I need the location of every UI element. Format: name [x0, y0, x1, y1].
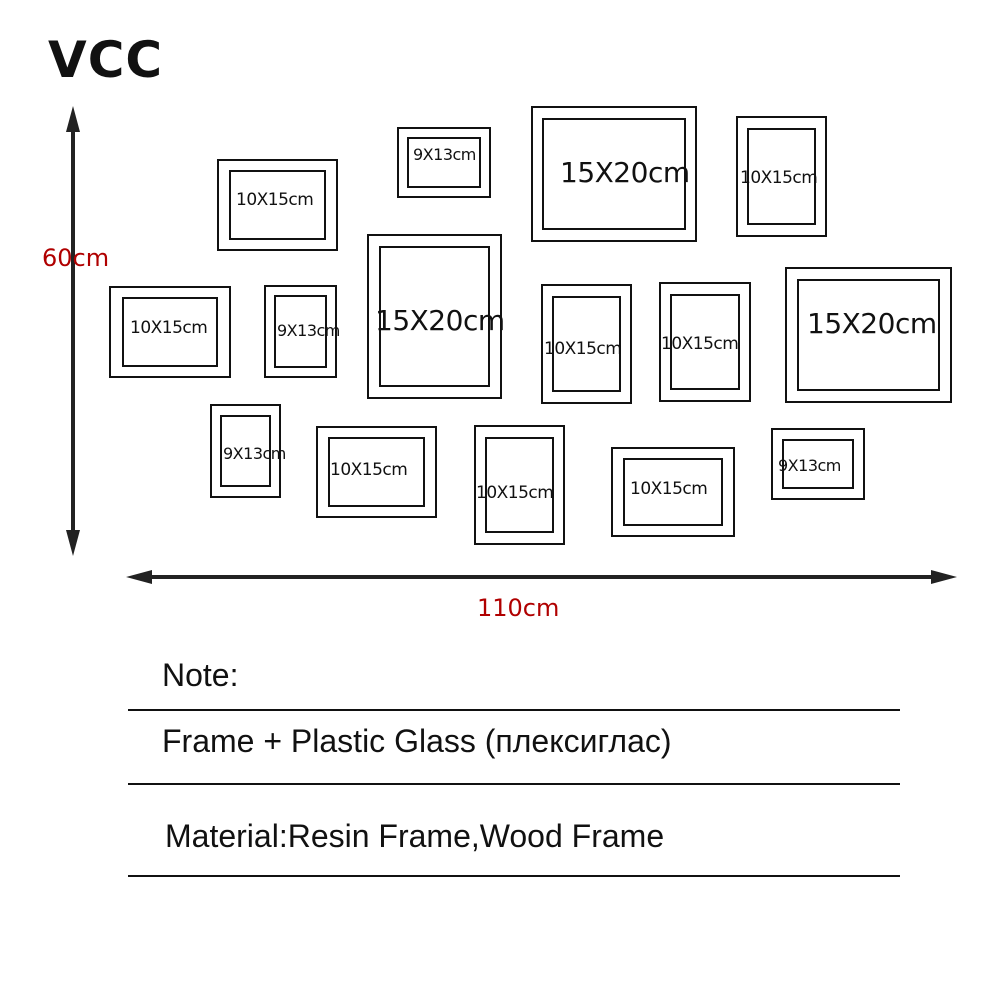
divider: [128, 709, 900, 711]
photo-frame-9x13: 9X13cm: [397, 127, 491, 198]
frame-mat: [542, 118, 686, 230]
note-heading: Note:: [162, 657, 239, 693]
frame-size-label: 9X13cm: [778, 456, 841, 475]
note-glass: Frame + Plastic Glass (плексиглас): [162, 723, 672, 759]
frame-mat: [747, 128, 816, 225]
frame-size-label: 15X20cm: [375, 304, 505, 337]
photo-frame-9x13: 9X13cm: [771, 428, 865, 500]
photo-frame-9x13: 9X13cm: [210, 404, 286, 498]
height-label: 60cm: [42, 244, 110, 272]
photo-frame-10x15: 10X15cm: [109, 286, 231, 378]
photo-frame-10x15: 10X15cm: [736, 116, 827, 237]
frame-size-label: 10X15cm: [476, 483, 554, 503]
frame-mat: [328, 437, 425, 507]
width-arrow: [126, 570, 957, 584]
frame-size-label: 10X15cm: [740, 168, 818, 188]
frame-mat: [274, 295, 327, 368]
frame-size-label: 15X20cm: [560, 156, 690, 189]
divider: [128, 783, 900, 785]
frame-mat: [552, 296, 621, 392]
frame-size-label: 9X13cm: [277, 321, 340, 340]
frame-mat: [229, 170, 326, 240]
photo-frame-10x15: 10X15cm: [659, 282, 751, 402]
frame-size-label: 10X15cm: [330, 460, 408, 480]
divider: [128, 875, 900, 877]
frame-mat: [485, 437, 554, 533]
photo-frame-15x20: 15X20cm: [785, 267, 952, 403]
photo-frame-9x13: 9X13cm: [264, 285, 340, 378]
frame-mat: [782, 439, 854, 489]
photo-frame-10x15: 10X15cm: [611, 447, 735, 537]
frame-mat: [623, 458, 723, 526]
frame-size-label: 10X15cm: [661, 334, 739, 354]
photo-frame-10x15: 10X15cm: [474, 425, 565, 545]
brand-logo: VCC: [48, 31, 164, 89]
frame-size-label: 10X15cm: [630, 479, 708, 499]
frame-size-label: 10X15cm: [130, 318, 208, 338]
frame-mat: [220, 415, 271, 487]
frame-mat: [379, 246, 490, 387]
frame-size-label: 10X15cm: [236, 190, 314, 210]
frame-size-label: 15X20cm: [807, 307, 937, 340]
frame-mat: [670, 294, 740, 390]
photo-frame-15x20: 15X20cm: [367, 234, 505, 399]
photo-frame-15x20: 15X20cm: [531, 106, 697, 242]
width-label: 110cm: [477, 594, 560, 622]
frame-mat: [407, 137, 481, 188]
height-arrow: [66, 106, 80, 556]
photo-frame-10x15: 10X15cm: [316, 426, 437, 518]
note-material: Material:Resin Frame,Wood Frame: [165, 818, 665, 854]
frame-size-label: 10X15cm: [544, 339, 622, 359]
photo-frame-10x15: 10X15cm: [217, 159, 338, 251]
frame-mat: [122, 297, 218, 367]
photo-frame-10x15: 10X15cm: [541, 284, 632, 404]
frame-mat: [797, 279, 940, 391]
frame-size-label: 9X13cm: [223, 444, 286, 463]
frame-size-label: 9X13cm: [413, 145, 476, 164]
